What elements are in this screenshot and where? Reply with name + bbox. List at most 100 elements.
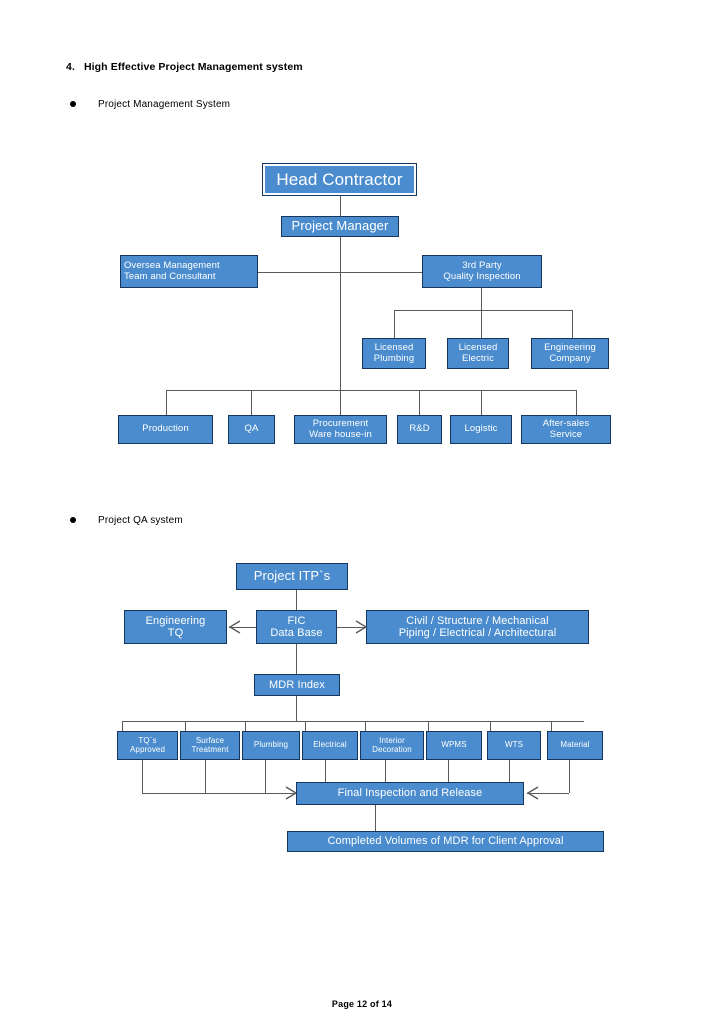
node-oversea-management[interactable]: Oversea Management Team and Consultant bbox=[120, 255, 258, 288]
page-footer: Page 12 of 14 bbox=[331, 999, 393, 1009]
connector-departments-bus bbox=[166, 390, 576, 391]
node-engineering-company[interactable]: Engineering Company bbox=[531, 338, 609, 369]
node-licensed-electric[interactable]: Licensed Electric bbox=[447, 338, 509, 369]
node-completed-volumes-label: Completed Volumes of MDR for Client Appr… bbox=[327, 835, 564, 848]
connector-to-plumbing bbox=[245, 721, 246, 731]
connector-fic-to-disciplines bbox=[337, 627, 366, 628]
node-wpms[interactable]: WPMS bbox=[426, 731, 482, 760]
connector-tier2-bus bbox=[258, 272, 422, 273]
node-engineering-tq-label: Engineering TQ bbox=[145, 614, 206, 639]
node-fic-data-base-label: FIC Data Base bbox=[270, 614, 323, 639]
node-production-label: Production bbox=[142, 423, 189, 435]
connector-left-group-feed bbox=[142, 793, 294, 794]
node-project-itps[interactable]: Project ITP`s bbox=[236, 563, 348, 590]
drop-wts bbox=[509, 760, 510, 783]
node-completed-volumes[interactable]: Completed Volumes of MDR for Client Appr… bbox=[287, 831, 604, 852]
connector-to-surface-treatment bbox=[185, 721, 186, 731]
drop-tqs-approved bbox=[142, 760, 143, 793]
section-heading: 4. High Effective Project Management syst… bbox=[66, 61, 303, 73]
connector-to-qa bbox=[251, 390, 252, 415]
node-project-manager-label: Project Manager bbox=[291, 218, 389, 234]
connector-to-licensed-plumbing bbox=[394, 310, 395, 338]
node-licensed-plumbing-label: Licensed Plumbing bbox=[373, 341, 415, 364]
section-title: High Effective Project Management system bbox=[83, 61, 303, 73]
node-project-itps-label: Project ITP`s bbox=[253, 568, 331, 584]
node-disciplines[interactable]: Civil / Structure / Mechanical Piping / … bbox=[366, 610, 589, 644]
node-after-sales-service[interactable]: After-sales Service bbox=[521, 415, 611, 444]
drop-material bbox=[569, 760, 570, 793]
bullet-label: Project Management System bbox=[98, 99, 231, 110]
node-fic-data-base[interactable]: FIC Data Base bbox=[256, 610, 337, 644]
section-number: 4. bbox=[66, 61, 75, 73]
node-production[interactable]: Production bbox=[118, 415, 213, 444]
node-material[interactable]: Material bbox=[547, 731, 603, 760]
node-surface-treatment[interactable]: Surface Treatment bbox=[180, 731, 240, 760]
node-head-contractor-label: Head Contractor bbox=[276, 169, 403, 189]
node-tqs-approved-label: TQ`s Approved bbox=[129, 735, 166, 754]
connector-to-licensed-electric bbox=[481, 310, 482, 338]
connector-head-to-pm bbox=[340, 196, 341, 216]
node-project-manager[interactable]: Project Manager bbox=[281, 216, 399, 237]
connector-fic-to-tq bbox=[229, 627, 256, 628]
node-mdr-index[interactable]: MDR Index bbox=[254, 674, 340, 696]
connector-right-group-feed bbox=[527, 793, 569, 794]
node-final-inspection-label: Final Inspection and Release bbox=[337, 787, 483, 800]
node-plumbing[interactable]: Plumbing bbox=[242, 731, 300, 760]
bullet-project-management-system: Project Management System bbox=[70, 99, 230, 110]
drop-electrical bbox=[325, 760, 326, 783]
node-logistic[interactable]: Logistic bbox=[450, 415, 512, 444]
connector-to-electrical bbox=[305, 721, 306, 731]
connector-fic-to-mdr bbox=[296, 644, 297, 674]
node-third-party-label: 3rd Party Quality Inspection bbox=[443, 259, 521, 282]
node-wts[interactable]: WTS bbox=[487, 731, 541, 760]
bullet-dot-icon bbox=[70, 100, 76, 107]
drop-wpms bbox=[448, 760, 449, 783]
node-electrical[interactable]: Electrical bbox=[302, 731, 358, 760]
node-head-contractor[interactable]: Head Contractor bbox=[262, 163, 417, 196]
node-interior-decoration[interactable]: Interior Decoration bbox=[360, 731, 424, 760]
node-material-label: Material bbox=[560, 740, 590, 750]
node-qa[interactable]: QA bbox=[228, 415, 275, 444]
node-third-party-quality-inspection[interactable]: 3rd Party Quality Inspection bbox=[422, 255, 542, 288]
node-final-inspection-and-release[interactable]: Final Inspection and Release bbox=[296, 782, 524, 805]
connector-to-logistic bbox=[481, 390, 482, 415]
connector-to-wpms bbox=[428, 721, 429, 731]
connector-to-after-sales bbox=[576, 390, 577, 415]
connector-to-procurement bbox=[340, 390, 341, 415]
connector-to-wts bbox=[490, 721, 491, 731]
drop-plumbing bbox=[265, 760, 266, 793]
bullet-project-qa-system: Project QA system bbox=[70, 515, 183, 526]
node-electrical-label: Electrical bbox=[313, 740, 347, 750]
node-wpms-label: WPMS bbox=[441, 740, 467, 750]
connector-thirdparty-bus bbox=[394, 310, 572, 311]
drop-surface-treatment bbox=[205, 760, 206, 793]
node-after-sales-label: After-sales Service bbox=[542, 417, 590, 440]
node-disciplines-label: Civil / Structure / Mechanical Piping / … bbox=[398, 614, 557, 639]
node-engineering-company-label: Engineering Company bbox=[544, 341, 596, 364]
connector-to-interior-decoration bbox=[365, 721, 366, 731]
connector-mdr-bus bbox=[122, 721, 584, 722]
node-plumbing-label: Plumbing bbox=[253, 740, 289, 750]
node-interior-decoration-label: Interior Decoration bbox=[372, 735, 412, 754]
connector-to-rnd bbox=[419, 390, 420, 415]
connector-pm-spine bbox=[340, 237, 341, 390]
bullet-dot-icon-2 bbox=[70, 516, 76, 523]
connector-thirdparty-drop bbox=[481, 288, 482, 310]
node-qa-label: QA bbox=[244, 423, 259, 435]
node-rnd[interactable]: R&D bbox=[397, 415, 442, 444]
node-licensed-electric-label: Licensed Electric bbox=[458, 341, 498, 364]
node-surface-treatment-label: Surface Treatment bbox=[191, 735, 229, 754]
node-logistic-label: Logistic bbox=[464, 423, 498, 435]
node-licensed-plumbing[interactable]: Licensed Plumbing bbox=[362, 338, 426, 369]
bullet-label-2: Project QA system bbox=[98, 515, 183, 526]
node-oversea-management-label: Oversea Management Team and Consultant bbox=[124, 259, 220, 282]
connector-to-engineering-company bbox=[572, 310, 573, 338]
drop-interior-decoration bbox=[385, 760, 386, 783]
node-rnd-label: R&D bbox=[409, 423, 430, 435]
connector-mdr-drop bbox=[296, 696, 297, 721]
node-procurement-label: Procurement Ware house-in bbox=[309, 417, 372, 440]
connector-to-production bbox=[166, 390, 167, 415]
node-engineering-tq[interactable]: Engineering TQ bbox=[124, 610, 227, 644]
node-tqs-approved[interactable]: TQ`s Approved bbox=[117, 731, 178, 760]
node-procurement-warehouse[interactable]: Procurement Ware house-in bbox=[294, 415, 387, 444]
